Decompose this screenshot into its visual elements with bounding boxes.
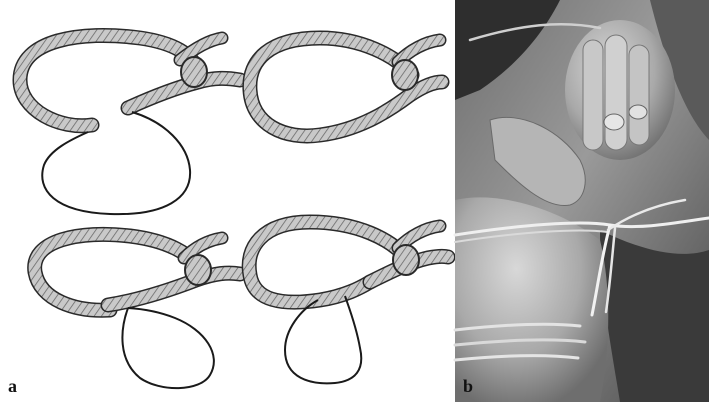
rope-step-4 [249, 222, 448, 383]
panel-b-photo: b [455, 0, 709, 402]
rope-step-1 [20, 35, 240, 214]
panel-a-diagrams: a [8, 35, 448, 396]
rope-step-3 [35, 234, 240, 388]
panel-a-label: a [8, 376, 17, 396]
rope-step-2 [250, 38, 442, 136]
panel-b-label: b [463, 376, 473, 396]
